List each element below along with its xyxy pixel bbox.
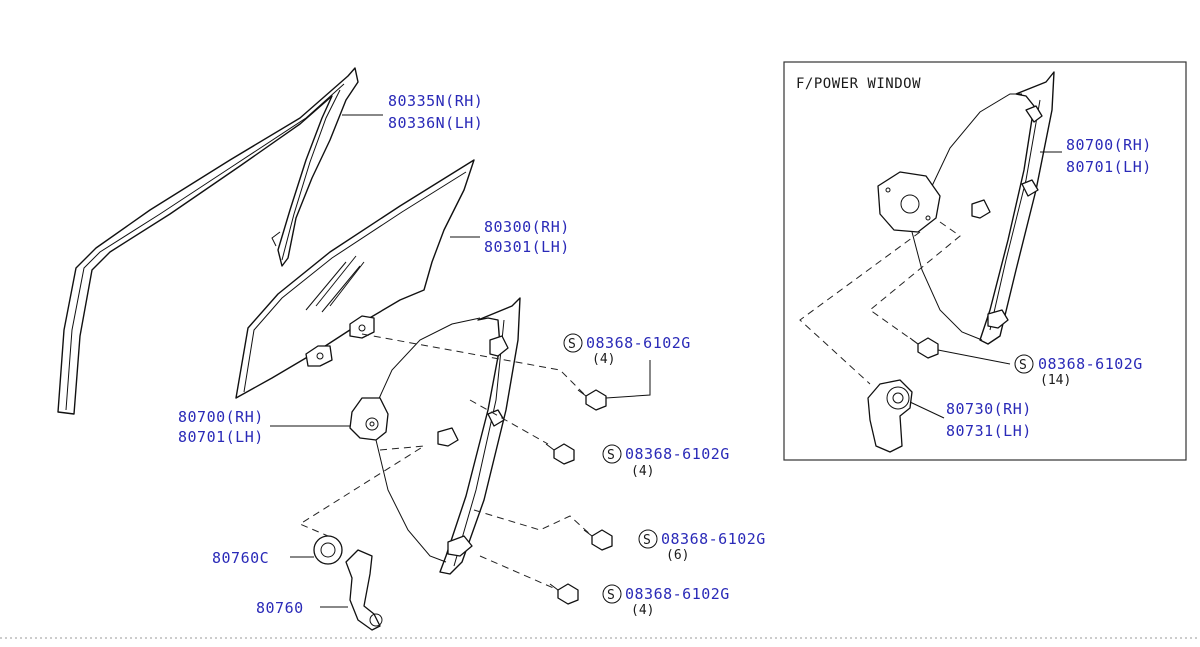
- door-sash-channel: [57, 67, 359, 415]
- bolt-4-qty: (4): [631, 603, 654, 618]
- label-sash-rh: 80335N(RH): [388, 92, 483, 110]
- bolt-5-part: 08368-6102G: [1038, 355, 1143, 373]
- bolt-4: [549, 583, 579, 605]
- bolt-1-qty: (4): [592, 352, 615, 367]
- symbol-s: S: [568, 337, 576, 352]
- label-glass-rh: 80300(RH): [484, 218, 570, 236]
- symbol-s: S: [643, 533, 651, 548]
- bolt-4-part: 08368-6102G: [625, 585, 730, 603]
- bolt-2-qty: (4): [631, 464, 654, 479]
- door-glass: [235, 159, 475, 399]
- symbol-s: S: [607, 448, 615, 463]
- label-regulator-lh: 80701(LH): [178, 428, 264, 446]
- label-handle: 80760: [256, 599, 304, 617]
- label-escutcheon: 80760C: [212, 549, 269, 567]
- bolt-3-part: 08368-6102G: [661, 530, 766, 548]
- bolt-2: [545, 443, 575, 465]
- bolt-3: [583, 529, 613, 551]
- bolt-label-4: S 08368-6102G (4): [602, 584, 730, 618]
- bolt-5-qty: (14): [1040, 373, 1071, 388]
- inset-title: F/POWER WINDOW: [796, 76, 921, 92]
- label-glass-lh: 80301(LH): [484, 238, 570, 256]
- main-labels: 80335N(RH) 80336N(LH) 80300(RH) 80301(LH…: [178, 92, 570, 617]
- label-inset-regulator-lh: 80701(LH): [1066, 158, 1152, 176]
- label-motor-rh: 80730(RH): [946, 400, 1032, 418]
- label-motor-lh: 80731(LH): [946, 422, 1032, 440]
- assembly-lines: [298, 333, 593, 591]
- label-regulator-rh: 80700(RH): [178, 408, 264, 426]
- label-inset-regulator-rh: 80700(RH): [1066, 136, 1152, 154]
- leader-lines: [270, 114, 651, 608]
- label-sash-lh: 80336N(LH): [388, 114, 483, 132]
- symbol-s: S: [607, 588, 615, 603]
- escutcheon: [313, 535, 343, 565]
- bolt-1-part: 08368-6102G: [586, 334, 691, 352]
- bolt-label-1: S 08368-6102G (4): [563, 333, 691, 367]
- bolt-label-3: S 08368-6102G (6): [638, 529, 766, 563]
- bolt-3-qty: (6): [666, 548, 689, 563]
- symbol-s: S: [1019, 358, 1027, 373]
- bolt-label-2: S 08368-6102G (4): [602, 444, 730, 479]
- bolt-1: [577, 389, 607, 411]
- inset-power-window: F/POWER WINDOW 80700(RH) 80701(LH): [783, 61, 1187, 461]
- window-regulator: [349, 297, 521, 575]
- bolt-2-part: 08368-6102G: [625, 445, 730, 463]
- window-handle: [345, 549, 383, 631]
